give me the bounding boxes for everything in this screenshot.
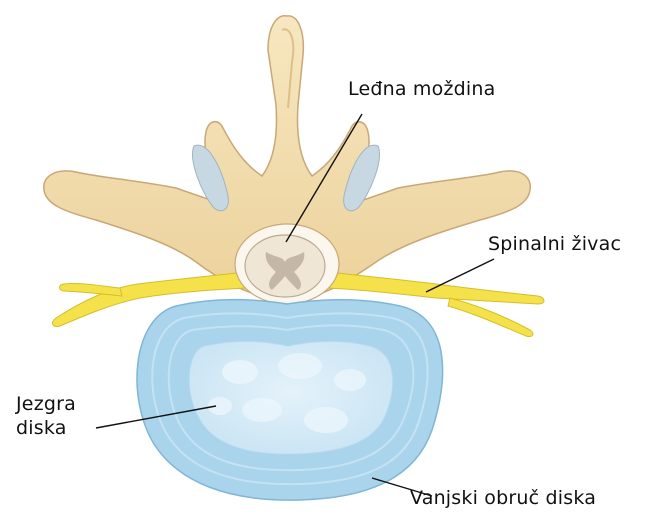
intervertebral-disc	[137, 300, 443, 500]
label-disc-annulus: Vanjski obruč diska	[410, 486, 596, 510]
label-spinal-nerve: Spinalni živac	[488, 232, 621, 256]
label-disc-nucleus: Jezgra diska	[16, 392, 76, 440]
spinal-cord	[235, 224, 339, 304]
label-disc-nucleus-line1: Jezgra	[16, 392, 76, 416]
label-disc-nucleus-line2: diska	[16, 416, 76, 440]
label-spinal-cord: Leđna moždina	[348, 77, 495, 101]
